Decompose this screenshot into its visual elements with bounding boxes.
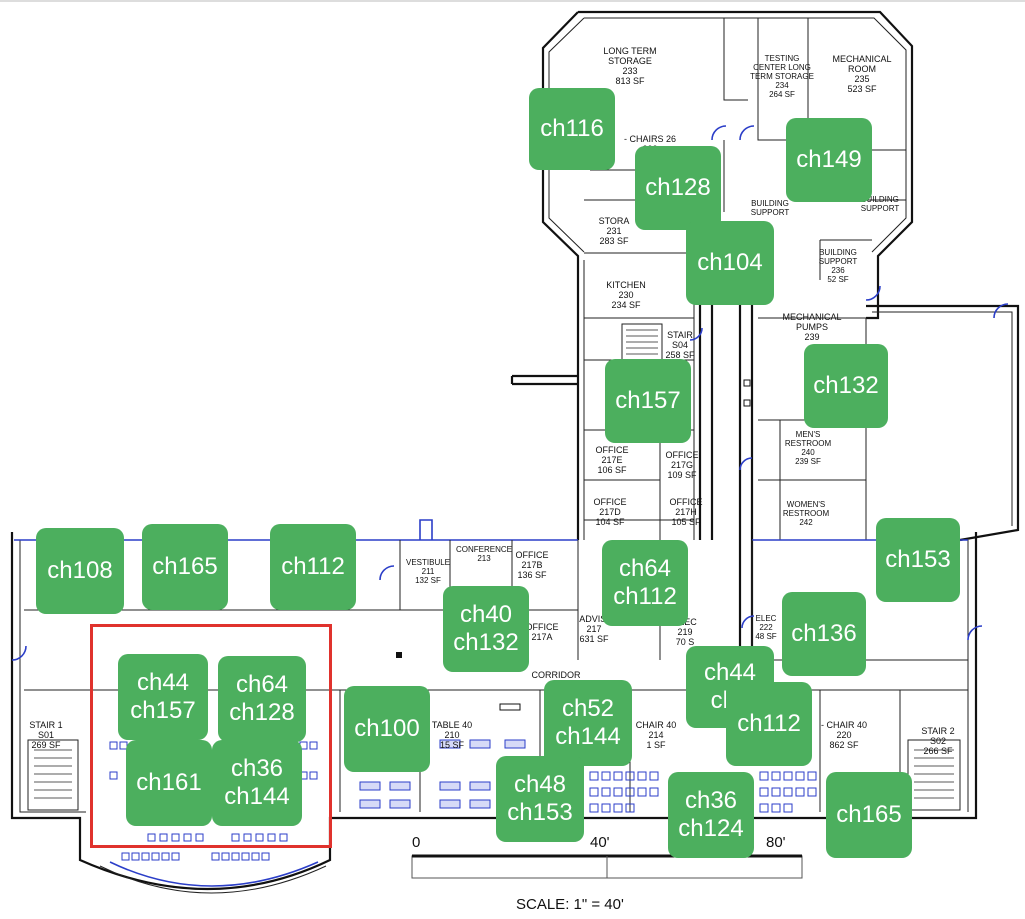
room-label: VESTIBULE 211 132 SF — [405, 558, 451, 585]
channel-label: ch36 — [230, 755, 284, 782]
room-label: ADVISI 217 631 SF — [579, 614, 609, 644]
channel-label: ch104 — [697, 249, 763, 276]
channel-label: ch165 — [836, 801, 902, 828]
channel-badge[interactable]: ch132 — [804, 344, 888, 428]
room-label: TESTING CENTER LONG TERM STORAGE 234 264… — [750, 54, 814, 99]
scale-mark-40: 40' — [590, 834, 610, 851]
channel-label: ch100 — [354, 715, 420, 742]
room-label: KITCHEN 230 234 SF — [606, 280, 646, 310]
room-label: WOMEN'S RESTROOM 242 — [782, 500, 830, 527]
scale-caption: SCALE: 1" = 40' — [516, 896, 624, 913]
channel-label: ch136 — [791, 620, 857, 647]
channel-label: ch112 — [737, 710, 801, 737]
channel-badge[interactable]: ch165 — [826, 772, 912, 858]
scale-mark-80: 80' — [766, 834, 786, 851]
room-label: BUILDING SUPPORT — [750, 199, 790, 217]
channel-label: ch36 — [684, 787, 738, 814]
channel-label: ch108 — [47, 557, 113, 584]
channel-badge[interactable]: ch100 — [344, 686, 430, 772]
channel-label: ch149 — [796, 146, 862, 173]
room-label: CHAIR 40 214 1 SF — [635, 720, 677, 750]
channel-label: ch165 — [152, 553, 218, 580]
channel-badge[interactable]: ch104 — [686, 221, 774, 305]
channel-label: ch116 — [540, 115, 604, 142]
channel-badge[interactable]: ch108 — [36, 528, 124, 614]
room-label: BUILDING SUPPORT — [860, 195, 900, 213]
channel-label: ch48 — [513, 771, 567, 798]
channel-badge[interactable]: ch165 — [142, 524, 228, 610]
channel-label: ch112 — [281, 553, 345, 580]
channel-label: ch153 — [507, 799, 573, 826]
room-label: MECHANICAL PUMPS 239 — [782, 312, 842, 342]
room-label: STAIR 1 S01 269 SF — [29, 720, 63, 750]
room-label: OFFICE 217G 109 SF — [665, 450, 699, 480]
channel-badge[interactable]: ch136 — [782, 592, 866, 676]
room-label: - CHAIR 40 220 862 SF — [820, 720, 868, 750]
main-block-outline — [10, 532, 978, 890]
channel-label: ch128 — [645, 174, 711, 201]
channel-badge[interactable]: ch153 — [876, 518, 960, 602]
channel-label: ch161 — [136, 769, 202, 796]
channel-label: ch144 — [555, 723, 621, 750]
channel-label: ch144 — [224, 783, 290, 810]
channel-label: ch64 — [235, 671, 289, 698]
room-label: STAIR 2 S02 266 SF — [921, 726, 955, 756]
channel-badge[interactable]: ch112 — [726, 682, 812, 766]
room-label: BUILDING SUPPORT 236 52 SF — [818, 248, 858, 284]
channel-label: ch52 — [561, 695, 615, 722]
channel-label: ch44 — [703, 659, 757, 686]
channel-badge[interactable]: ch116 — [529, 88, 615, 170]
scale-bar — [411, 854, 803, 879]
channel-badge[interactable]: ch161 — [126, 740, 212, 826]
channel-label: ch112 — [613, 583, 677, 610]
room-label: STORA 231 283 SF — [598, 216, 630, 246]
room-label: MECHANICAL ROOM 235 523 SF — [832, 54, 892, 94]
room-label: CONFERENCE 213 — [455, 545, 513, 563]
channel-label: ch128 — [229, 699, 295, 726]
channel-badge[interactable]: ch112 — [270, 524, 356, 610]
channel-label: ch153 — [885, 546, 951, 573]
north-wing-outline — [541, 10, 914, 320]
room-label: OFFICE 217B 136 SF — [515, 550, 549, 580]
channel-badge[interactable]: ch149 — [786, 118, 872, 202]
channel-badge[interactable]: ch157 — [605, 359, 691, 443]
channel-label: ch132 — [453, 629, 519, 656]
channel-label: ch157 — [615, 387, 681, 414]
room-label: LONG TERM STORAGE 233 813 SF — [603, 46, 657, 86]
room-label: STAIR S04 258 SF — [665, 330, 695, 360]
channel-label: ch40 — [459, 601, 513, 628]
channel-label: ch44 — [136, 669, 190, 696]
channel-label: ch157 — [130, 697, 196, 724]
room-label: OFFICE 217D 104 SF — [593, 497, 627, 527]
room-label: MEN'S RESTROOM 240 239 SF — [784, 430, 832, 466]
channel-badge[interactable]: ch128 — [635, 146, 721, 230]
channel-label: ch124 — [678, 815, 744, 842]
channel-label: ch132 — [813, 372, 879, 399]
room-label: ELEC 222 48 SF — [755, 614, 777, 641]
room-label: TABLE 40 210 15 SF — [431, 720, 473, 750]
room-label: OFFICE 217A — [525, 622, 559, 642]
room-label: OFFICE 217H 105 SF — [669, 497, 703, 527]
channel-label: ch64 — [618, 555, 672, 582]
room-label: OFFICE 217E 106 SF — [595, 445, 629, 475]
selection-highlight — [90, 624, 332, 848]
scale-mark-0: 0 — [412, 834, 421, 851]
